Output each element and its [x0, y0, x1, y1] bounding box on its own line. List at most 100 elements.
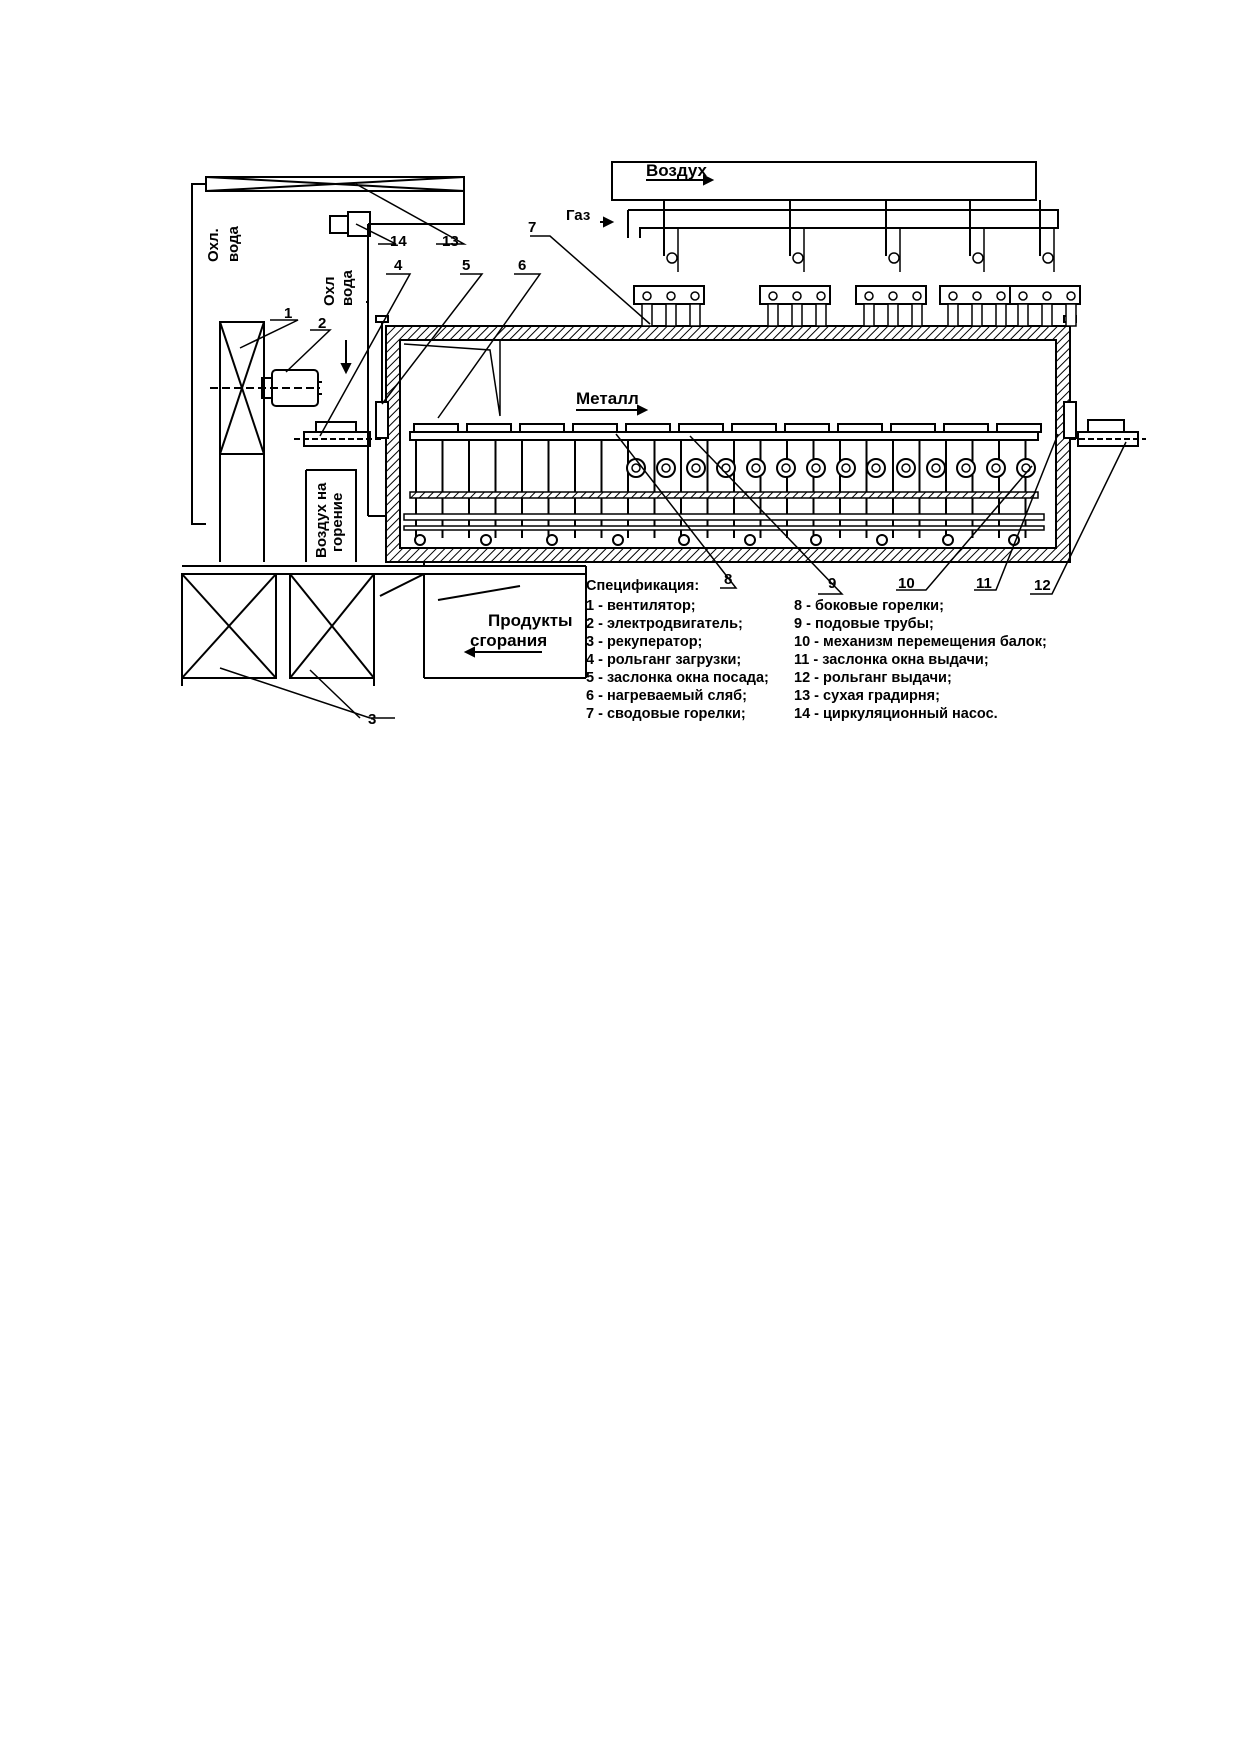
spec-right-5: 12 - рольганг выдачи;	[794, 670, 952, 686]
metal-label: Металл	[576, 389, 639, 408]
spec-left-7: 7 - сводовые горелки;	[586, 706, 746, 722]
gas-label: Газ	[566, 207, 590, 224]
beam-wheel	[612, 534, 624, 546]
callout-9: 9	[828, 575, 836, 592]
hearth-rail-top	[409, 491, 1039, 499]
roof-burner	[947, 303, 959, 327]
burner-valve	[792, 291, 802, 301]
beam-wheel	[678, 534, 690, 546]
furnace-body	[385, 325, 1071, 563]
burner-valve	[888, 291, 898, 301]
flue-gases-label-1: Продукты	[488, 611, 573, 630]
slab	[731, 423, 777, 433]
burner-valve	[948, 291, 958, 301]
beam-wheel	[942, 534, 954, 546]
beam-wheel	[810, 534, 822, 546]
callout-2: 2	[318, 315, 326, 332]
cooling-water-side-1: Охл	[321, 276, 338, 306]
roof-burner	[665, 303, 677, 327]
combustion-air-duct	[305, 469, 357, 562]
spec-left-6: 6 - нагреваемый сляб;	[586, 688, 747, 704]
callout-10: 10	[898, 575, 915, 592]
air-label: Воздух	[646, 161, 708, 180]
slab	[678, 423, 724, 433]
callouts: 1 2 3 4 5 6 7 8 9 10 11 12 13 14	[284, 219, 1051, 728]
burner-valve	[864, 291, 874, 301]
spec-title: Спецификация:	[586, 578, 699, 594]
burner-valve	[690, 291, 700, 301]
flue-gases-label-2: сгорания	[470, 631, 547, 650]
callout-8: 8	[724, 571, 732, 588]
roof-burner	[863, 303, 875, 327]
beam-wheel	[414, 534, 426, 546]
side-burner-core	[661, 463, 671, 473]
valve	[972, 252, 984, 264]
beam-wheel	[546, 534, 558, 546]
slab	[625, 423, 671, 433]
roof-burner	[791, 303, 803, 327]
burner-valve	[912, 291, 922, 301]
labels: Воздух Газ Металл Продукты сгорания Охл.…	[205, 161, 708, 650]
combustion-air-2: горение	[329, 493, 346, 552]
spec-right-3: 10 - механизм перемещения балок;	[794, 634, 1047, 650]
burner-valve	[1066, 291, 1076, 301]
side-burner-core	[751, 463, 761, 473]
spec-right-4: 11 - заслонка окна выдачи;	[794, 652, 989, 668]
burner-valve	[642, 291, 652, 301]
callout-3: 3	[368, 711, 376, 728]
roof-burner	[995, 303, 1007, 327]
spec-right-1: 8 - боковые горелки;	[794, 598, 944, 614]
flow-arrows	[463, 174, 715, 658]
side-burner-core	[691, 463, 701, 473]
roof-burner	[815, 303, 827, 327]
air-header	[611, 161, 1037, 201]
callout-7: 7	[528, 219, 536, 236]
dry-cooling-tower	[191, 176, 465, 525]
slab-support-beam	[409, 431, 1039, 441]
charging-door	[375, 315, 389, 439]
leader-lines	[219, 183, 1127, 719]
side-burner-core	[991, 463, 1001, 473]
walking-beam-mechanism	[414, 534, 1020, 546]
cooling-water-top-1: Охл.	[205, 228, 222, 262]
spec-left-1: 1 - вентилятор;	[586, 598, 696, 614]
callout-4: 4	[394, 257, 403, 274]
callout-12: 12	[1034, 577, 1051, 594]
spec-left-2: 2 - электродвигатель;	[586, 616, 743, 632]
roof-burner	[641, 303, 653, 327]
slab	[943, 423, 989, 433]
cooling-water-line	[340, 302, 386, 517]
recuperators	[181, 546, 587, 686]
slab	[784, 423, 830, 433]
spec-right-6: 13 - сухая градирня;	[794, 688, 940, 704]
callout-6: 6	[518, 257, 526, 274]
side-burner-core	[811, 463, 821, 473]
side-burner-core	[721, 463, 731, 473]
roof-burner	[1041, 303, 1053, 327]
cooling-water-side: Охлвода	[321, 269, 356, 306]
beam-wheel	[480, 534, 492, 546]
spec-right-2: 9 - подовые трубы;	[794, 616, 934, 632]
hearth-pipes	[403, 440, 1045, 538]
hearth-rail-mid	[403, 513, 1045, 521]
specification: Спецификация: 1 - вентилятор; 2 - электр…	[586, 578, 1047, 722]
slab	[996, 423, 1042, 433]
cooling-water-top: Охл.вода	[205, 225, 242, 262]
valve	[1042, 252, 1054, 264]
charging-roller-table	[294, 421, 384, 447]
roof-burner	[689, 303, 701, 327]
heated-slabs	[409, 423, 1042, 441]
combustion-air-label: Воздух нагорение	[313, 482, 346, 558]
discharging-roller-table	[1070, 419, 1146, 447]
side-burner-core	[781, 463, 791, 473]
burner-valve	[666, 291, 676, 301]
side-burner-core	[961, 463, 971, 473]
burner-valve	[816, 291, 826, 301]
slab	[572, 423, 618, 433]
valve	[666, 252, 678, 264]
roof-burner	[1017, 303, 1029, 327]
gas-header	[627, 209, 1059, 238]
burner-valve	[1018, 291, 1028, 301]
valve	[888, 252, 900, 264]
